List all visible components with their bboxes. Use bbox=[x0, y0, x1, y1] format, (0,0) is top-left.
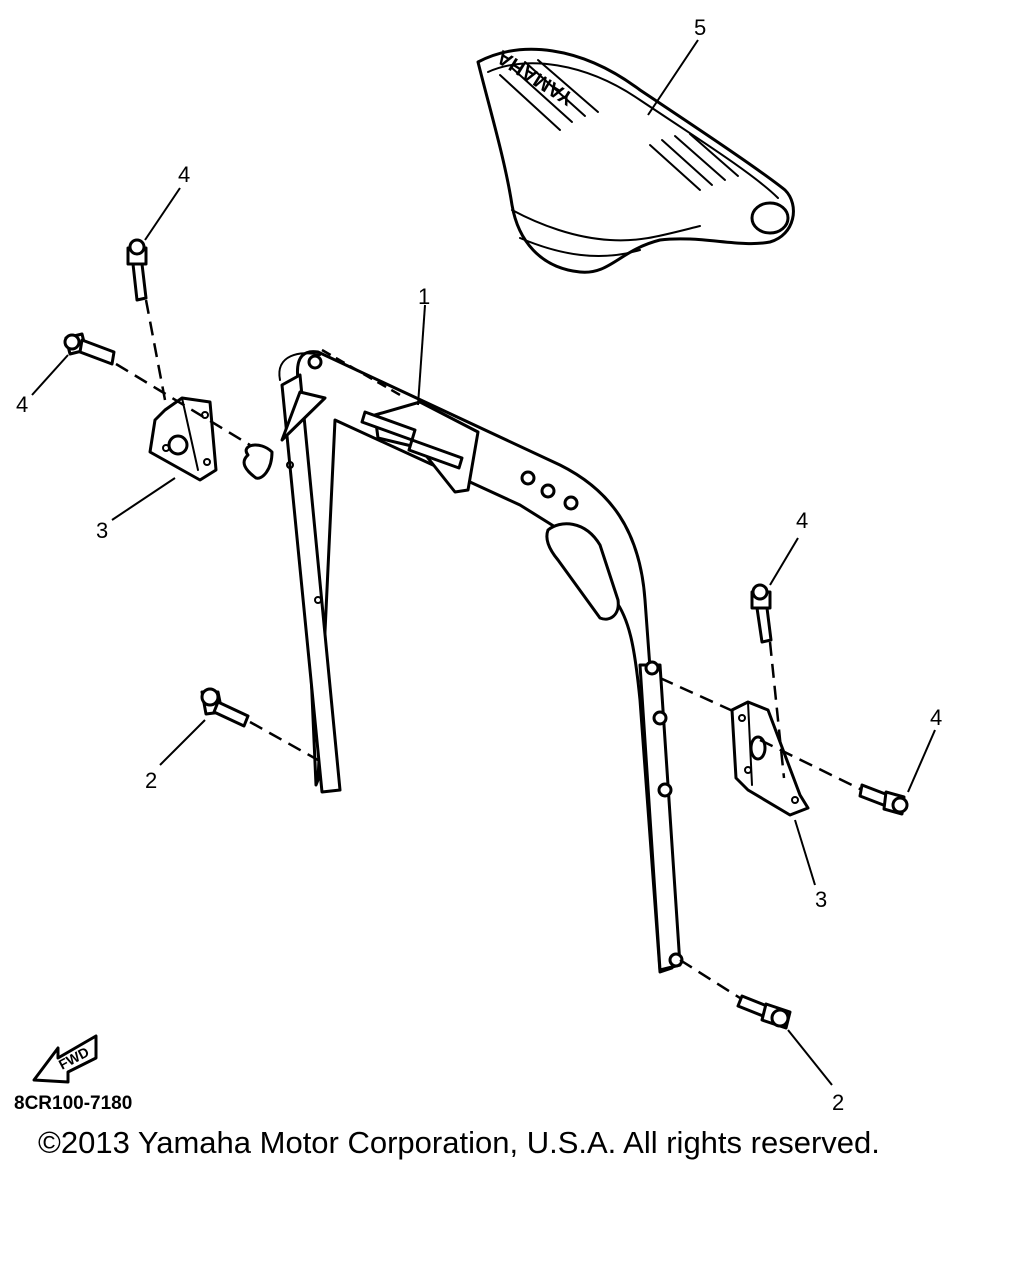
callout-bolt-side-right: 4 bbox=[930, 705, 942, 730]
copyright-notice: ©2013 Yamaha Motor Corporation, U.S.A. A… bbox=[38, 1125, 880, 1160]
leader-lines bbox=[31, 39, 936, 1086]
callout-bolt-top-left: 4 bbox=[178, 162, 190, 187]
bolt-lower-left bbox=[200, 687, 250, 728]
callout-holder-left: 3 bbox=[96, 518, 108, 543]
callout-pad: 5 bbox=[694, 15, 706, 40]
callout-labels: 5 1 4 4 3 2 4 4 3 2 bbox=[16, 15, 942, 1115]
part-code: 8CR100-7180 bbox=[14, 1093, 133, 1114]
assembly-lines bbox=[115, 299, 863, 1000]
bolt-side-left bbox=[63, 332, 116, 366]
handlebar-pad: YAMAHA bbox=[476, 45, 795, 274]
handlebar bbox=[278, 350, 684, 974]
callout-bolt-lower-left: 2 bbox=[145, 768, 157, 793]
callout-bolt-top-right: 4 bbox=[796, 508, 808, 533]
fwd-arrow-icon: FWD bbox=[32, 1034, 98, 1084]
holder-left bbox=[148, 396, 274, 482]
callout-handlebar: 1 bbox=[418, 284, 430, 309]
bolt-top-right bbox=[750, 583, 773, 644]
callout-holder-right: 3 bbox=[815, 887, 827, 912]
callout-bolt-lower-right: 2 bbox=[832, 1090, 844, 1115]
callout-bolt-side-left: 4 bbox=[16, 392, 28, 417]
bolt-top-left bbox=[126, 238, 148, 302]
bolt-lower-right bbox=[736, 994, 792, 1030]
holder-right bbox=[730, 700, 810, 817]
bolt-side-right bbox=[858, 783, 909, 816]
